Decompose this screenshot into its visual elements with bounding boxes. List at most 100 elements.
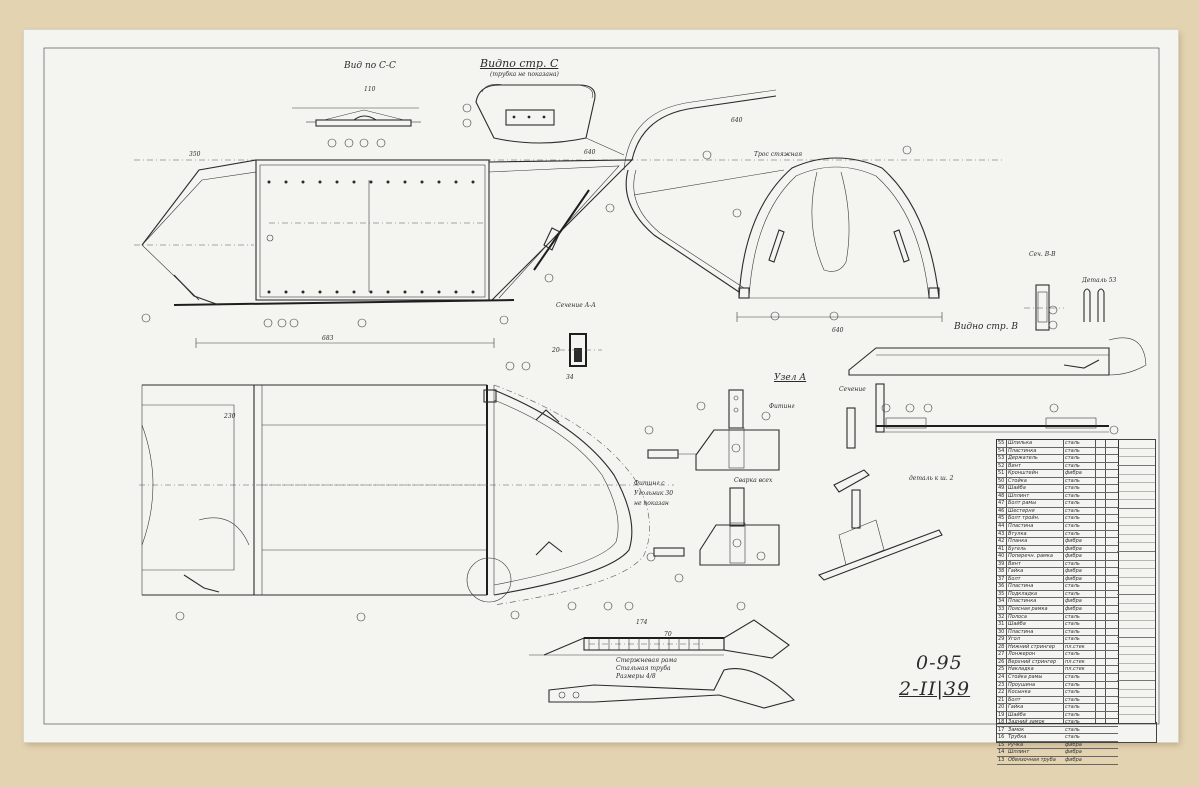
part-number: 15: [998, 741, 1005, 748]
part-name: Поясная рамка: [1008, 606, 1048, 613]
part-number: 19: [998, 711, 1005, 718]
part-number: 25: [998, 666, 1005, 673]
part-material: фибра: [1065, 756, 1082, 763]
section-aa: [559, 333, 602, 367]
part-material: сталь: [1065, 440, 1080, 446]
part-name: Гайка: [1008, 568, 1024, 575]
part-material: сталь: [1065, 636, 1080, 643]
dim-683: 683: [322, 335, 334, 342]
part-number: 36: [998, 583, 1005, 590]
part-number: 47: [998, 500, 1005, 507]
part-name: Обвязочная труба: [1008, 756, 1056, 763]
part-name: Болт: [1008, 696, 1021, 703]
part-name: Ручка: [1008, 741, 1024, 748]
fitting-label: Фитинг: [769, 403, 795, 410]
part-material: сталь: [1065, 734, 1080, 741]
part-name: Пластина: [1008, 628, 1034, 635]
part-number: 30: [998, 628, 1005, 635]
part-material: сталь: [1065, 507, 1080, 514]
part-number: 45: [998, 515, 1005, 522]
seat-frame: [255, 159, 490, 301]
detail-a-label: Узел А: [774, 373, 807, 383]
part-name: Замок: [1008, 726, 1025, 733]
view-b-hoop: [736, 157, 943, 322]
part-number: 20: [998, 704, 1005, 711]
view-cc: [292, 107, 421, 127]
detail-note: деталь к ш. 2: [909, 475, 954, 482]
part-number: 52: [998, 462, 1005, 469]
part-material: сталь: [1065, 583, 1080, 590]
part-balloons: [141, 103, 1119, 622]
part-number: 53: [998, 455, 1005, 462]
part-name: Пластина: [1008, 523, 1034, 530]
part-name: Полоса: [1008, 613, 1027, 620]
drawing-date: 2-II|39: [899, 678, 971, 700]
part-material: сталь: [1065, 462, 1080, 469]
title-block: [996, 722, 1157, 743]
dim-20: 20: [552, 347, 560, 354]
part-number: 55: [998, 440, 1005, 446]
part-material: фибра: [1065, 741, 1082, 748]
part-number: 14: [998, 749, 1005, 756]
part-name: Проушина: [1008, 681, 1036, 688]
part-material: пл.стек: [1065, 658, 1085, 665]
dim-230: 230: [224, 413, 236, 420]
drawing-border: [43, 47, 1160, 725]
part-number: 27: [998, 651, 1005, 658]
view-c-fitting: [475, 84, 625, 156]
cable-label: Трос стяжная: [754, 151, 803, 158]
part-number: 24: [998, 673, 1005, 680]
part-name: Шестерня: [1008, 507, 1035, 514]
part-material: сталь: [1065, 704, 1080, 711]
part-material: сталь: [1065, 590, 1080, 597]
part-number: 22: [998, 689, 1005, 696]
part-material: сталь: [1065, 560, 1080, 567]
part-number: 49: [998, 485, 1005, 492]
part-material: сталь: [1065, 492, 1080, 499]
part-name: Держатель: [1008, 455, 1038, 462]
part-name: Бугель: [1008, 545, 1027, 552]
section-aa-label: Сечение А-А: [556, 302, 596, 309]
fitting-label-3: Угольник 30: [634, 490, 674, 497]
view-b-label: Видно стр. В: [954, 322, 1018, 332]
drawing-canvas: [43, 47, 1160, 725]
detail-a: [647, 389, 780, 566]
part-material: фибра: [1065, 470, 1082, 477]
part-name: Трубка: [1008, 734, 1027, 741]
part-name: Планка: [1008, 538, 1028, 545]
part-material: фибра: [1065, 545, 1082, 552]
dim-34: 34: [566, 374, 574, 381]
part-material: фибра: [1065, 606, 1082, 613]
part-material: сталь: [1065, 477, 1080, 484]
part-name: Шайба: [1008, 485, 1026, 492]
section-bb-label: Сеч. В-В: [1029, 251, 1056, 258]
dim-350: 350: [189, 151, 201, 158]
part-name: Кронштейн: [1008, 470, 1039, 477]
dim-174: 174: [636, 619, 648, 626]
detail-label: Деталь 53: [1082, 277, 1117, 284]
part-number: 35: [998, 590, 1005, 597]
part-material: пл.стек: [1065, 666, 1085, 673]
part-material: сталь: [1065, 485, 1080, 492]
part-number: 41: [998, 545, 1005, 552]
